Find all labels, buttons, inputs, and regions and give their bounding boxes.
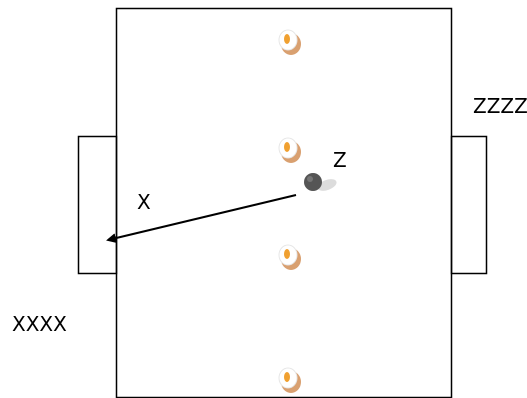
puck-icon xyxy=(278,244,301,270)
vector-label: X xyxy=(137,190,151,214)
left-side-label: XXXX xyxy=(12,312,67,336)
puck-icon xyxy=(278,137,301,163)
ball-label: Z xyxy=(333,148,347,172)
puck-icon xyxy=(278,29,301,55)
field-rectangle xyxy=(115,7,453,398)
left-goal-box xyxy=(77,135,118,275)
ball-icon xyxy=(304,173,337,191)
arrow-icon xyxy=(106,194,297,244)
right-goal-box xyxy=(450,135,488,275)
right-side-label: ZZZZ xyxy=(473,94,527,118)
puck-icon xyxy=(278,367,301,393)
